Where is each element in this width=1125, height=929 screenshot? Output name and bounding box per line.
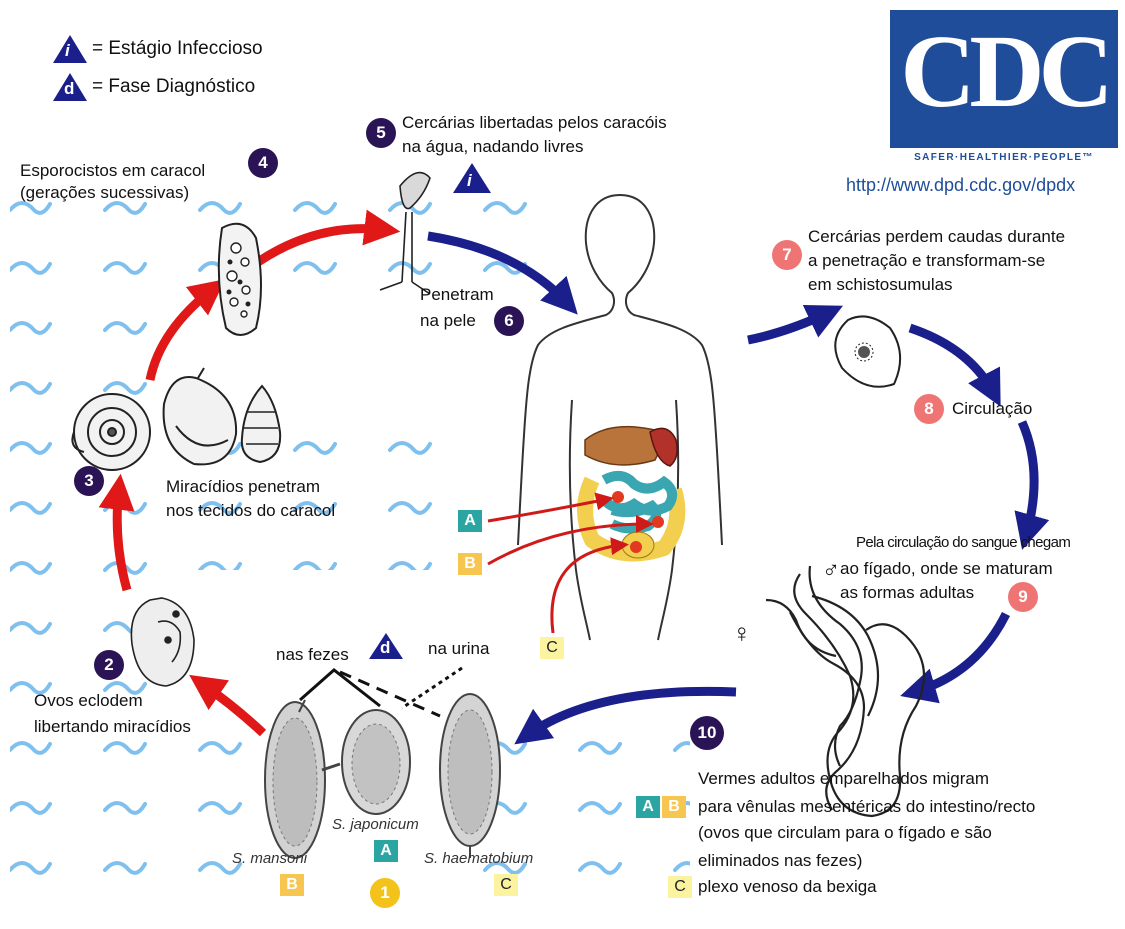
site-a-marker: A bbox=[636, 796, 660, 818]
step10-text-line1: Vermes adultos emparelhados migram bbox=[698, 768, 989, 790]
male-symbol: ♂ bbox=[822, 560, 840, 582]
step5-badge: 5 bbox=[366, 118, 396, 148]
cdc-url[interactable]: http://www.dpd.cdc.gov/dpdx bbox=[846, 174, 1075, 196]
step8-badge: 8 bbox=[914, 394, 944, 424]
step8-text: Circulação bbox=[952, 398, 1032, 420]
egg-diagnostic-letter: d bbox=[380, 637, 390, 659]
schistosomulum-illustration bbox=[835, 316, 900, 386]
step6-text-line2: na pele bbox=[420, 310, 476, 332]
diagnostic-stage-label: = Fase Diagnóstico bbox=[92, 76, 255, 98]
internal-organs bbox=[585, 427, 677, 558]
step2-text-line2: libertando miracídios bbox=[34, 716, 191, 738]
step9-text-line3: as formas adultas bbox=[840, 582, 974, 604]
step3-text-line2: nos tecidos do caracol bbox=[166, 500, 335, 522]
diagnostic-stage-letter: d bbox=[64, 78, 74, 100]
species-label-haematobium: S. haematobium bbox=[424, 850, 533, 867]
site-c-marker: C bbox=[668, 876, 692, 898]
site-b-marker: B bbox=[662, 796, 686, 818]
egg-s-japonicum bbox=[342, 710, 410, 814]
arrow-circulation-to-liver bbox=[1022, 422, 1034, 536]
step3-text-line1: Miracídios penetram bbox=[166, 476, 320, 498]
species-label-japonicum: S. japonicum bbox=[332, 816, 419, 833]
feces-label: nas fezes bbox=[276, 644, 349, 666]
site-c-marker: C bbox=[540, 637, 564, 659]
arrow-to-circulation bbox=[910, 328, 994, 394]
cdc-tagline: SAFER·HEALTHIER·PEOPLE™ bbox=[890, 148, 1118, 168]
step5-infective-letter: i bbox=[467, 170, 472, 192]
step7-text-line1: Cercárias perdem caudas durante bbox=[808, 226, 1065, 248]
step2-badge: 2 bbox=[94, 650, 124, 680]
infective-stage-icon bbox=[52, 34, 88, 64]
step4-badge: 4 bbox=[248, 148, 278, 178]
egg-s-mansoni bbox=[265, 700, 340, 858]
arrow-human-to-schistosomulum bbox=[748, 312, 830, 340]
step2-text-line1: Ovos eclodem bbox=[34, 690, 143, 712]
female-symbol: ♀ bbox=[732, 622, 752, 644]
step10-text-line4: eliminados nas fezes) bbox=[698, 850, 862, 872]
sporocyst-illustration bbox=[219, 224, 261, 335]
site-c-marker: C bbox=[494, 874, 518, 896]
infective-stage-icon bbox=[452, 162, 492, 194]
site-a-marker: A bbox=[374, 840, 398, 862]
step7-text-line3: em schistosumulas bbox=[808, 274, 953, 296]
step9-text-line2: ao fígado, onde se maturam bbox=[840, 558, 1053, 580]
step4-text-line2: (gerações sucessivas) bbox=[20, 182, 189, 204]
step9-text-line1: Pela circulação do sangue chegam bbox=[856, 532, 1070, 554]
step7-text-line2: a penetração e transformam-se bbox=[808, 250, 1045, 272]
step10-c-text: plexo venoso da bexiga bbox=[698, 876, 877, 898]
cdc-logo: CDC SAFER·HEALTHIER·PEOPLE™ bbox=[890, 10, 1118, 168]
step9-badge: 9 bbox=[1008, 582, 1038, 612]
urine-label: na urina bbox=[428, 638, 489, 660]
step5-text-line1: Cercárias libertadas pelos caracóis bbox=[402, 112, 667, 134]
human-body-outline bbox=[518, 195, 722, 640]
step10-text-line3: (ovos que circulam para o fígado e são bbox=[698, 822, 992, 844]
step7-badge: 7 bbox=[772, 240, 802, 270]
step5-text-line2: na água, nadando livres bbox=[402, 136, 583, 158]
site-b-marker: B bbox=[458, 553, 482, 575]
site-a-marker: A bbox=[458, 510, 482, 532]
egg-label-connectors bbox=[300, 668, 462, 716]
step10-text-line2: para vênulas mesentéricas do intestino/r… bbox=[698, 796, 1035, 818]
site-arrows bbox=[488, 499, 648, 633]
cdc-logo-letters: CDC bbox=[890, 16, 1118, 128]
step6-badge: 6 bbox=[494, 306, 524, 336]
infective-stage-label: = Estágio Infeccioso bbox=[92, 38, 263, 60]
arrow-liver-to-worms bbox=[914, 614, 1006, 692]
infective-stage-letter: i bbox=[65, 40, 70, 62]
step6-text-line1: Penetram bbox=[420, 284, 494, 306]
step3-badge: 3 bbox=[74, 466, 104, 496]
species-label-mansoni: S. mansoni bbox=[232, 850, 307, 867]
step4-text-line1: Esporocistos em caracol bbox=[20, 160, 205, 182]
step10-badge: 10 bbox=[690, 716, 724, 750]
step1-badge: 1 bbox=[370, 878, 400, 908]
site-b-marker: B bbox=[280, 874, 304, 896]
